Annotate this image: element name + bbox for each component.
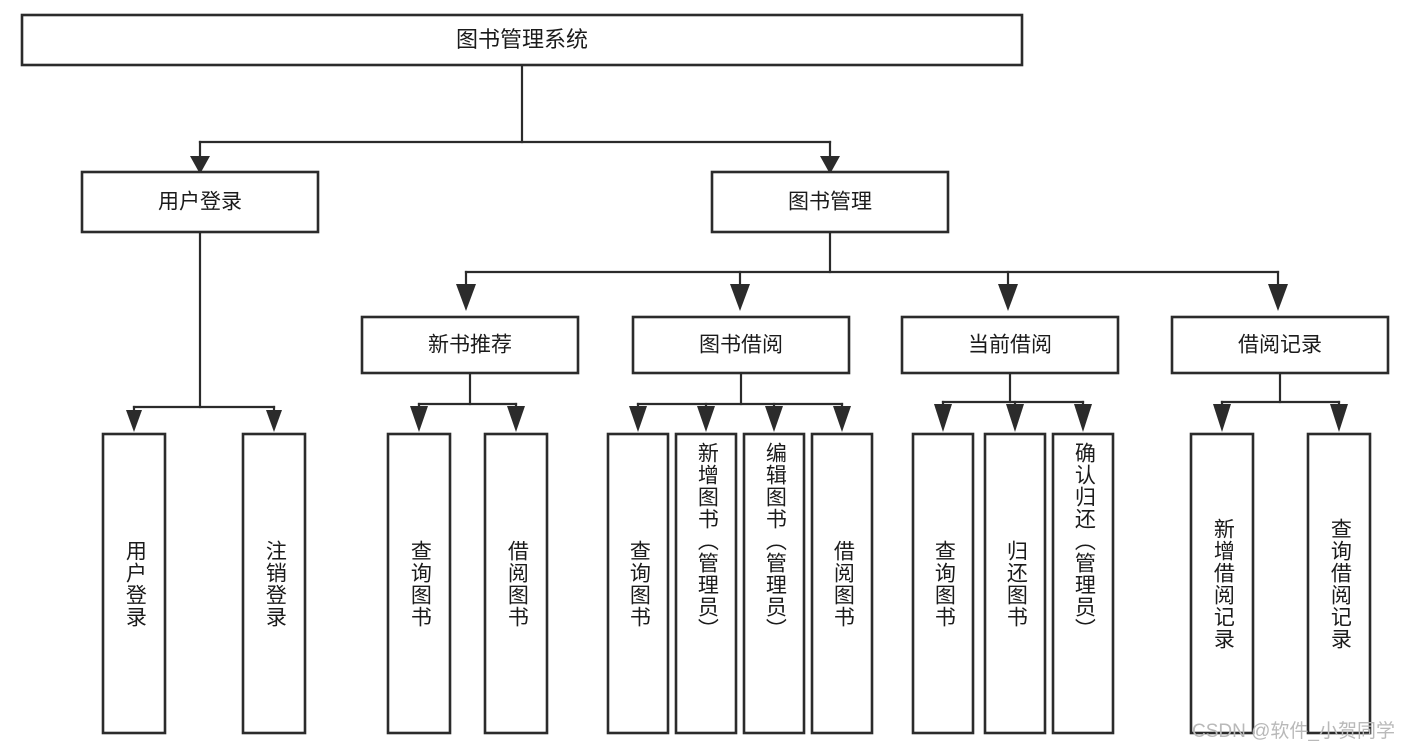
node-root-box[interactable] xyxy=(20,13,1024,67)
node-root-label: 图书管理系统 xyxy=(456,27,588,52)
node-borrow-record[interactable]: 借阅记录 xyxy=(1170,315,1390,375)
arrow-head-borrow-record xyxy=(1268,284,1288,311)
node-new-book-recommend-box[interactable] xyxy=(360,315,580,375)
arrow-head-leaf-user-login xyxy=(126,410,142,432)
node-book-borrow-box[interactable] xyxy=(631,315,851,375)
leaf-box-query-book-borrow[interactable] xyxy=(606,432,670,735)
leaf-box-user-login[interactable] xyxy=(101,432,167,735)
node-new-book-recommend-label: 新书推荐 xyxy=(428,334,512,357)
csdn-watermark: CSDN @软件_小贺同学 xyxy=(1192,721,1395,742)
arrow-head-new-book-rec xyxy=(456,284,476,311)
node-book-borrow[interactable]: 图书借阅 xyxy=(631,315,851,375)
node-borrow-record-box[interactable] xyxy=(1170,315,1390,375)
node-book-borrow-label: 图书借阅 xyxy=(699,334,783,357)
leaf-box-return-book[interactable] xyxy=(983,432,1047,735)
arrow-head-newbook-borrow xyxy=(507,406,525,432)
arrow-head-bb-query xyxy=(629,406,647,432)
arrow-head-cb-return xyxy=(1006,404,1024,432)
node-user-login[interactable]: 用户登录 xyxy=(80,170,320,234)
arrow-head-cb-query xyxy=(934,404,952,432)
node-new-book-recommend[interactable]: 新书推荐 xyxy=(360,315,580,375)
leaf-box-borrow-book[interactable] xyxy=(810,432,874,735)
node-book-management-box[interactable] xyxy=(710,170,950,234)
arrow-head-br-add xyxy=(1213,404,1231,432)
node-current-borrow-box[interactable] xyxy=(900,315,1120,375)
node-user-login-box[interactable] xyxy=(80,170,320,234)
node-book-management[interactable]: 图书管理 xyxy=(710,170,950,234)
arrow-head-bb-add xyxy=(697,406,715,432)
leaf-box-edit-book-admin[interactable] xyxy=(742,432,806,735)
leaf-box-query-book-current[interactable] xyxy=(911,432,975,735)
connector-layer xyxy=(126,63,1348,432)
node-current-borrow[interactable]: 当前借阅 xyxy=(900,315,1120,375)
arrow-head-book-borrow xyxy=(730,284,750,311)
node-current-borrow-label: 当前借阅 xyxy=(968,334,1052,357)
arrow-head-leaf-logout xyxy=(266,410,282,432)
arrow-head-bb-edit xyxy=(765,406,783,432)
leaf-box-confirm-return-admin[interactable] xyxy=(1051,432,1115,735)
arrow-head-cb-confirm xyxy=(1074,404,1092,432)
arrow-head-bb-borrow xyxy=(833,406,851,432)
leaf-box-layer xyxy=(101,432,1372,735)
arrow-head-current-borrow xyxy=(998,284,1018,311)
leaf-box-query-borrow-record[interactable] xyxy=(1306,432,1372,735)
arrow-head-book-mgmt xyxy=(820,156,840,174)
arrow-head-newbook-query xyxy=(410,406,428,432)
leaf-box-logout-login[interactable] xyxy=(241,432,307,735)
leaf-box-add-borrow-record[interactable] xyxy=(1189,432,1255,735)
arrow-head-br-query xyxy=(1330,404,1348,432)
node-book-management-label: 图书管理 xyxy=(788,191,872,214)
node-root[interactable]: 图书管理系统 xyxy=(20,13,1024,67)
leaf-box-borrow-book-newbook[interactable] xyxy=(483,432,549,735)
node-borrow-record-label: 借阅记录 xyxy=(1238,334,1322,357)
leaf-box-add-book-admin[interactable] xyxy=(674,432,738,735)
leaf-box-query-book-newbook[interactable] xyxy=(386,432,452,735)
arrow-head-user-login xyxy=(190,156,210,174)
node-user-login-label: 用户登录 xyxy=(158,191,242,214)
